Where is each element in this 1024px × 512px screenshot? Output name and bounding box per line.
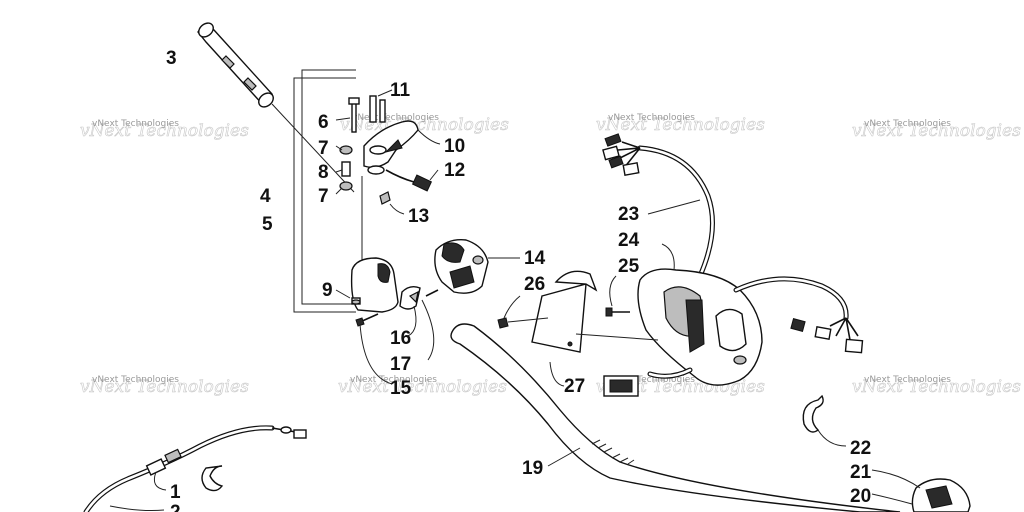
- callout-c17: 17: [390, 354, 411, 375]
- callout-c3: 3: [166, 48, 177, 69]
- watermark: vNext Technologies: [350, 375, 437, 385]
- callout-c24: 24: [618, 230, 640, 251]
- callout-c5: 5: [262, 214, 273, 235]
- callout-c23: 23: [618, 204, 639, 225]
- throttle-housing: [434, 239, 520, 294]
- watermark: vNext Technologies: [352, 113, 439, 123]
- callout-c2: 2: [170, 502, 181, 512]
- callout-c22: 22: [850, 438, 871, 459]
- bracket-lines: [293, 69, 356, 313]
- callout-c10: 10: [444, 136, 465, 157]
- throttle-cable: [83, 425, 307, 512]
- callout-c20: 20: [850, 486, 871, 507]
- watermark: vNext Technologies: [608, 375, 695, 385]
- callout-c9: 9: [322, 280, 333, 301]
- watermark-group: vNext Technologies vNext Technologies vN…: [80, 113, 1022, 397]
- watermark-ghost: vNext Technologies: [338, 377, 507, 397]
- left-switch-housing: [335, 257, 439, 385]
- callout-c7a: 7: [318, 138, 329, 159]
- callout-c6: 6: [318, 112, 329, 133]
- clamp-ring: [802, 394, 847, 447]
- callout-c12: 12: [444, 160, 465, 181]
- watermark-ghost: vNext Technologies: [80, 121, 249, 141]
- watermark: vNext Technologies: [608, 113, 695, 123]
- brake-lever-housing: [871, 469, 971, 512]
- callout-c26: 26: [524, 274, 545, 295]
- watermark-ghost: vNext Technologies: [852, 121, 1021, 141]
- callout-c1: 1: [170, 482, 181, 503]
- watermark: vNext Technologies: [864, 375, 951, 385]
- watermark: vNext Technologies: [864, 119, 951, 129]
- callout-c25: 25: [618, 256, 640, 277]
- callout-c16: 16: [390, 328, 411, 349]
- callout-c15: 15: [390, 378, 412, 399]
- callout-c8: 8: [318, 162, 329, 183]
- callout-c14: 14: [524, 248, 546, 269]
- watermark-ghost: vNext Technologies: [852, 377, 1021, 397]
- throttle-clamp-assembly: [335, 89, 441, 262]
- callout-c7b: 7: [318, 186, 329, 207]
- hand-warmer-housing: [497, 133, 864, 397]
- watermark: vNext Technologies: [92, 119, 179, 129]
- watermark-ghost: vNext Technologies: [80, 377, 249, 397]
- callout-c11: 11: [390, 80, 411, 101]
- callout-c13: 13: [408, 206, 429, 227]
- callout-c19: 19: [522, 458, 543, 479]
- callout-c4: 4: [260, 186, 271, 207]
- handlebar: [450, 323, 901, 512]
- handlebar-grip: [197, 22, 355, 193]
- watermark-ghost: vNext Technologies: [596, 115, 765, 135]
- callout-c21: 21: [850, 462, 872, 483]
- callout-c27: 27: [564, 376, 585, 397]
- watermark: vNext Technologies: [92, 375, 179, 385]
